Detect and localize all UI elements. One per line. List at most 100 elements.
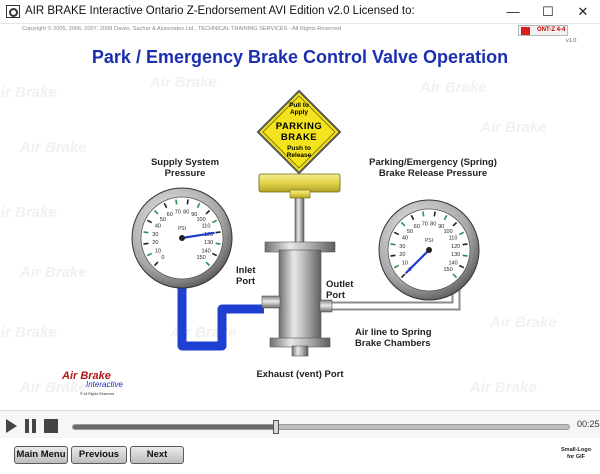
gauge-tick (462, 243, 468, 246)
outlet-label-line1: Outlet (326, 279, 354, 290)
gauge-tick-label: 60 (414, 224, 420, 230)
next-button[interactable]: Next (130, 446, 184, 464)
stop-icon[interactable] (44, 419, 58, 433)
app-icon (6, 5, 20, 18)
play-icon[interactable] (6, 419, 17, 433)
minimize-button[interactable]: — (506, 4, 520, 19)
sign-line1: PARKING (275, 121, 323, 132)
progress-thumb[interactable] (273, 420, 280, 434)
logo-main-text: Air Brake (62, 370, 111, 382)
watermark: Air Brake (470, 379, 537, 396)
gauge-tick-label: 10 (402, 260, 408, 266)
supply-label: Supply System Pressure (140, 157, 230, 179)
valve-stem (294, 195, 305, 247)
watermark-text: Air Brake (480, 119, 547, 136)
pause-icon[interactable] (25, 419, 37, 433)
main-menu-button[interactable]: Main Menu (14, 446, 68, 464)
gauge-tick-label: 80 (430, 221, 436, 227)
watermark-text: Air Brake (420, 79, 487, 96)
gauge-tick-label: 140 (448, 260, 457, 266)
gauge-tick (186, 199, 189, 205)
supply-label-line1: Supply System (150, 157, 220, 168)
supply-air-line (177, 260, 264, 351)
window-title: AIR BRAKE Interactive Ontario Z-Endorsem… (25, 5, 415, 17)
watermark: Air Brake (150, 74, 217, 91)
push-pull-knob (258, 173, 341, 193)
gauge-tick (462, 254, 468, 257)
watermark-text: Air Brake (150, 74, 217, 91)
gauge-tick-label: 150 (443, 267, 452, 273)
watermark-text: Air Brake (20, 264, 87, 281)
media-player-bar: 00:25 (0, 410, 600, 438)
spring-label-line1: Parking/Emergency (Spring) (369, 157, 497, 168)
gauge-tick-label: 150 (196, 255, 205, 261)
gauge-tick-label: 70 (175, 209, 181, 215)
gauge-tick-label: 50 (407, 229, 413, 235)
gauge-tick-label: 100 (196, 217, 205, 223)
gauge-tick (215, 242, 221, 245)
gauge-tick-label: 30 (152, 232, 158, 238)
gauge-tick (452, 221, 458, 227)
maximize-button[interactable]: ☐ (542, 4, 554, 19)
watermark: Air Brake (20, 264, 87, 281)
sign-line2: BRAKE (280, 132, 318, 143)
gauge-tick (205, 261, 211, 267)
gauge-tick (211, 252, 218, 257)
gauge-tick (390, 254, 396, 257)
exhaust-port-label: Exhaust (vent) Port (256, 369, 344, 380)
gauge-tick (400, 273, 406, 279)
watermark-text: Air Brake (490, 314, 557, 331)
gauge-tick (153, 261, 159, 267)
valve-bottom-cap (269, 337, 331, 348)
gauge-unit-label: PSI (425, 238, 433, 244)
gauge-tick-label: 80 (183, 209, 189, 215)
close-button[interactable]: ✕ (577, 4, 589, 19)
outlet-port-label: Outlet Port (326, 279, 366, 301)
gauge-tick-label: 70 (422, 221, 428, 227)
watermark: Air Brake (0, 204, 57, 221)
supply-label-line2: Pressure (164, 168, 206, 179)
previous-button[interactable]: Previous (71, 446, 127, 464)
gauge-tick-label: 120 (451, 244, 460, 250)
lesson-stage: Air Brake Air Brake Air Brake Air Brake … (0, 24, 600, 410)
page-title: Park / Emergency Brake Control Valve Ope… (91, 47, 509, 67)
exhaust-fitting (291, 345, 309, 357)
gauge-tick (211, 219, 218, 224)
logo-small-text: ® All Rights Reserved (80, 392, 115, 396)
navigation-footer: Main Menu Previous Next Small-Logo for G… (0, 438, 600, 474)
gauge-tick (422, 211, 425, 217)
gauge-tick (390, 243, 396, 246)
inlet-label-line1: Inlet (236, 265, 256, 276)
watermark: Air Brake (420, 79, 487, 96)
gauge-tick-label: 110 (449, 236, 458, 242)
gauge-tick (163, 202, 168, 209)
gauge-tick-label: 130 (204, 240, 213, 246)
gauge-tick (433, 211, 436, 217)
progress-track[interactable] (72, 420, 570, 434)
watermark: Air Brake (20, 139, 87, 156)
gauge-tick (175, 199, 178, 205)
gauge-tick (458, 231, 465, 236)
gauge-tick-label: 20 (399, 252, 405, 258)
gauge-tick (196, 202, 201, 209)
gauge-tick-label: 10 (155, 248, 161, 254)
sign-pull-label: Pull to Apply (289, 102, 309, 116)
gauge-tick (400, 221, 406, 227)
badge-label: ONT-Z 4-4 (537, 27, 566, 33)
watermark: Air Brake (490, 314, 557, 331)
watermark: Air Brake (480, 119, 547, 136)
outlet-label-line2: Port (326, 290, 345, 301)
title-bar: AIR BRAKE Interactive Ontario Z-Endorsem… (0, 0, 600, 24)
gauge-tick (458, 264, 465, 269)
valve-diagram: PSI0102030405060708090100110120130140150… (131, 173, 480, 357)
sign-push-label: Push to Release (286, 145, 312, 159)
lesson-badge: ONT-Z 4-4 (518, 25, 568, 36)
watermark: Air Brake (0, 84, 57, 101)
logo-sub-text: Interactive (86, 380, 123, 389)
gauge-tick-label: 100 (443, 229, 452, 235)
gauge-tick-label: 40 (155, 224, 161, 230)
elapsed-time: 00:25 (577, 419, 600, 429)
gauge-tick (146, 252, 153, 257)
gauge-tick-label: 60 (167, 212, 173, 218)
air-line-label-line2: Brake Chambers (355, 338, 431, 349)
